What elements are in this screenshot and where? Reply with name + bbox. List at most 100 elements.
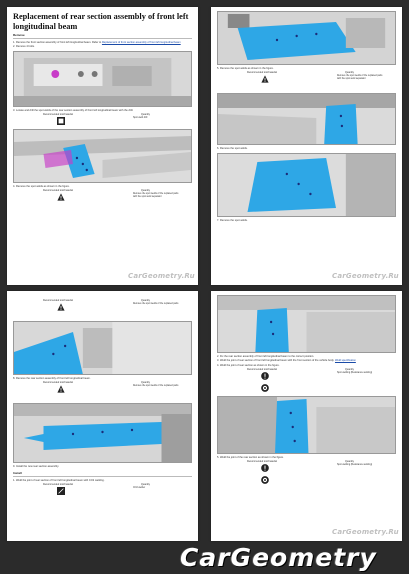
tool-description: Remove the spot welds of the replaced pa…	[133, 303, 179, 305]
step-text: Remove the front section assembly of fro…	[16, 41, 102, 44]
tool-row: Recommended tool/material Quantity Remov…	[217, 71, 396, 91]
step-text: Weld the joint of rear section as shown …	[220, 363, 280, 367]
step-text: Remove the spot welds.	[220, 147, 248, 151]
figure-install-section	[13, 403, 192, 464]
step-number: 5.	[217, 455, 220, 459]
exclamation-circle-icon	[261, 464, 269, 473]
tool-row: Recommended tool/material Quantity CO2 w…	[13, 483, 192, 501]
tool-description: Spot welding (Resistance welding)	[337, 371, 373, 374]
manual-page-4: 2. Fix the rear section assembly of fron…	[211, 291, 402, 541]
step-number: 2.	[217, 355, 220, 358]
step-number: 1.	[13, 478, 16, 482]
page-title: Replacement of rear section assembly of …	[13, 12, 189, 31]
figure-fix-position	[217, 295, 396, 353]
step-item: 6. Remove the spot welds.	[217, 147, 396, 151]
tool-row: Recommended tool/material Quantity Spot …	[217, 368, 396, 394]
watermark: CarGeometry.Ru	[128, 272, 195, 280]
spot-weld-target-icon	[261, 384, 269, 392]
tool-quantity: Quantity	[345, 460, 354, 464]
divider	[13, 38, 192, 39]
step-item: 9. Install the new rear section assembly…	[13, 465, 192, 469]
warning-triangle-icon	[261, 75, 269, 83]
tool-quantity: Quantity	[345, 367, 354, 371]
step-number: 4.	[13, 184, 16, 188]
step-text: Fix the rear section assembly of front l…	[220, 355, 314, 358]
tool-quantity: Quantity	[141, 381, 150, 385]
step-item: 7. Remove the spot welds.	[217, 218, 396, 222]
section-heading: Remove	[13, 33, 25, 37]
tool-quantity: Quantity	[141, 112, 150, 116]
exclamation-circle-icon	[261, 372, 269, 380]
step-item: 4. Weld the joint of rear section as sho…	[217, 363, 396, 367]
warning-triangle-icon	[57, 385, 65, 393]
spot-weld-target-icon	[261, 476, 269, 485]
divider	[13, 475, 192, 477]
tool-row: Recommended tool/material Quantity Spot …	[217, 460, 396, 486]
step-text: Remove the spot welds as shown in the fi…	[16, 184, 70, 188]
figure-drill-spot-welds	[13, 128, 192, 183]
step-item: 4. Remove the spot welds as shown in the…	[13, 184, 192, 188]
tool-label: Recommended tool/material	[247, 367, 277, 371]
spot-weld-drill-icon	[57, 116, 65, 125]
tool-row: Recommended tool/material Quantity Remov…	[13, 381, 192, 401]
step-item: 5. Weld the joint of the rear section as…	[217, 455, 396, 459]
step-text: Locate and drill the spot welds of the r…	[16, 108, 134, 112]
step-text: Remove 4 bolts.	[16, 45, 35, 49]
manual-page-2: 5. Remove the spot welds as shown in the…	[211, 7, 402, 285]
tool-row: Recommended tool/material Quantity Remov…	[13, 189, 192, 211]
manual-page-3: Recommended tool/material Quantity Remov…	[7, 291, 198, 541]
step-number: 1.	[13, 41, 16, 44]
figure-rear-section	[13, 321, 192, 375]
step-text: Weld the joint of rear section of front …	[220, 359, 335, 363]
reference-link[interactable]: Replacement of front section assembly of…	[101, 41, 181, 44]
manual-page-1: Replacement of rear section assembly of …	[7, 7, 198, 285]
step-text: Weld the joint of the rear section as sh…	[220, 455, 284, 459]
tool-label: Recommended tool/material	[43, 381, 73, 385]
tool-label: Recommended tool/material	[43, 189, 73, 193]
tool-quantity: Quantity	[141, 482, 150, 486]
tool-row: Recommended tool/material Quantity Spot …	[13, 113, 192, 127]
figure-weld-joint	[217, 395, 396, 454]
tool-description: Remove the spot welds of the replaced pa…	[133, 193, 179, 199]
step-number: 5.	[217, 67, 220, 70]
figure-beam-side	[217, 93, 396, 146]
tool-description: Remove the spot welds of the replaced pa…	[133, 385, 179, 388]
step-number: 3.	[217, 359, 220, 363]
figure-beam-top	[217, 11, 396, 65]
step-item: 2. Remove 4 bolts.	[13, 45, 192, 49]
step-item: 8. Remove the rear section assembly of f…	[13, 377, 192, 380]
section-heading: Install	[13, 470, 22, 475]
tool-description: Remove the spot welds of the replaced pa…	[337, 75, 383, 81]
tool-label: Recommended tool/material	[247, 71, 277, 75]
tool-description: CO2 welder	[133, 486, 146, 489]
step-number: 4.	[217, 363, 220, 367]
step-item: 3. Weld the joint of rear section of fro…	[217, 359, 396, 363]
tool-quantity: Quantity	[345, 71, 354, 75]
step-number: 3.	[13, 108, 16, 112]
co2-welder-icon	[57, 486, 65, 495]
tool-label: Recommended tool/material	[43, 112, 73, 116]
tool-quantity: Quantity	[141, 299, 150, 302]
step-text: Remove the spot welds.	[220, 218, 248, 222]
figure-beam-weld	[217, 152, 396, 217]
tool-quantity: Quantity	[141, 189, 150, 193]
figure-bolts	[13, 50, 192, 107]
step-number: 9.	[13, 465, 16, 469]
brand-logo: CarGeometry	[180, 543, 377, 572]
step-item: 3. Locate and drill the spot welds of th…	[13, 108, 192, 112]
step-item: 5. Remove the spot welds as shown in the…	[217, 67, 396, 70]
step-item: 2. Fix the rear section assembly of fron…	[217, 355, 396, 358]
warning-triangle-icon	[57, 303, 65, 311]
tool-label: Recommended tool/material	[43, 482, 73, 486]
step-text: Weld the joint of rear section of front …	[16, 478, 105, 482]
watermark: CarGeometry.Ru	[332, 272, 399, 280]
step-number: 2.	[13, 45, 16, 49]
step-text: Install the new rear section assembly.	[16, 465, 60, 469]
tool-description: Spot welding (Resistance welding)	[337, 464, 373, 467]
reference-link[interactable]: Weld specification	[334, 359, 356, 363]
step-text: Remove the spot welds as shown in the fi…	[220, 67, 274, 70]
step-item: 1. Weld the joint of rear section of fro…	[13, 478, 192, 482]
tool-description: Spot weld drill	[133, 116, 148, 119]
warning-triangle-icon	[57, 193, 65, 201]
tool-label: Recommended tool/material	[247, 460, 277, 464]
